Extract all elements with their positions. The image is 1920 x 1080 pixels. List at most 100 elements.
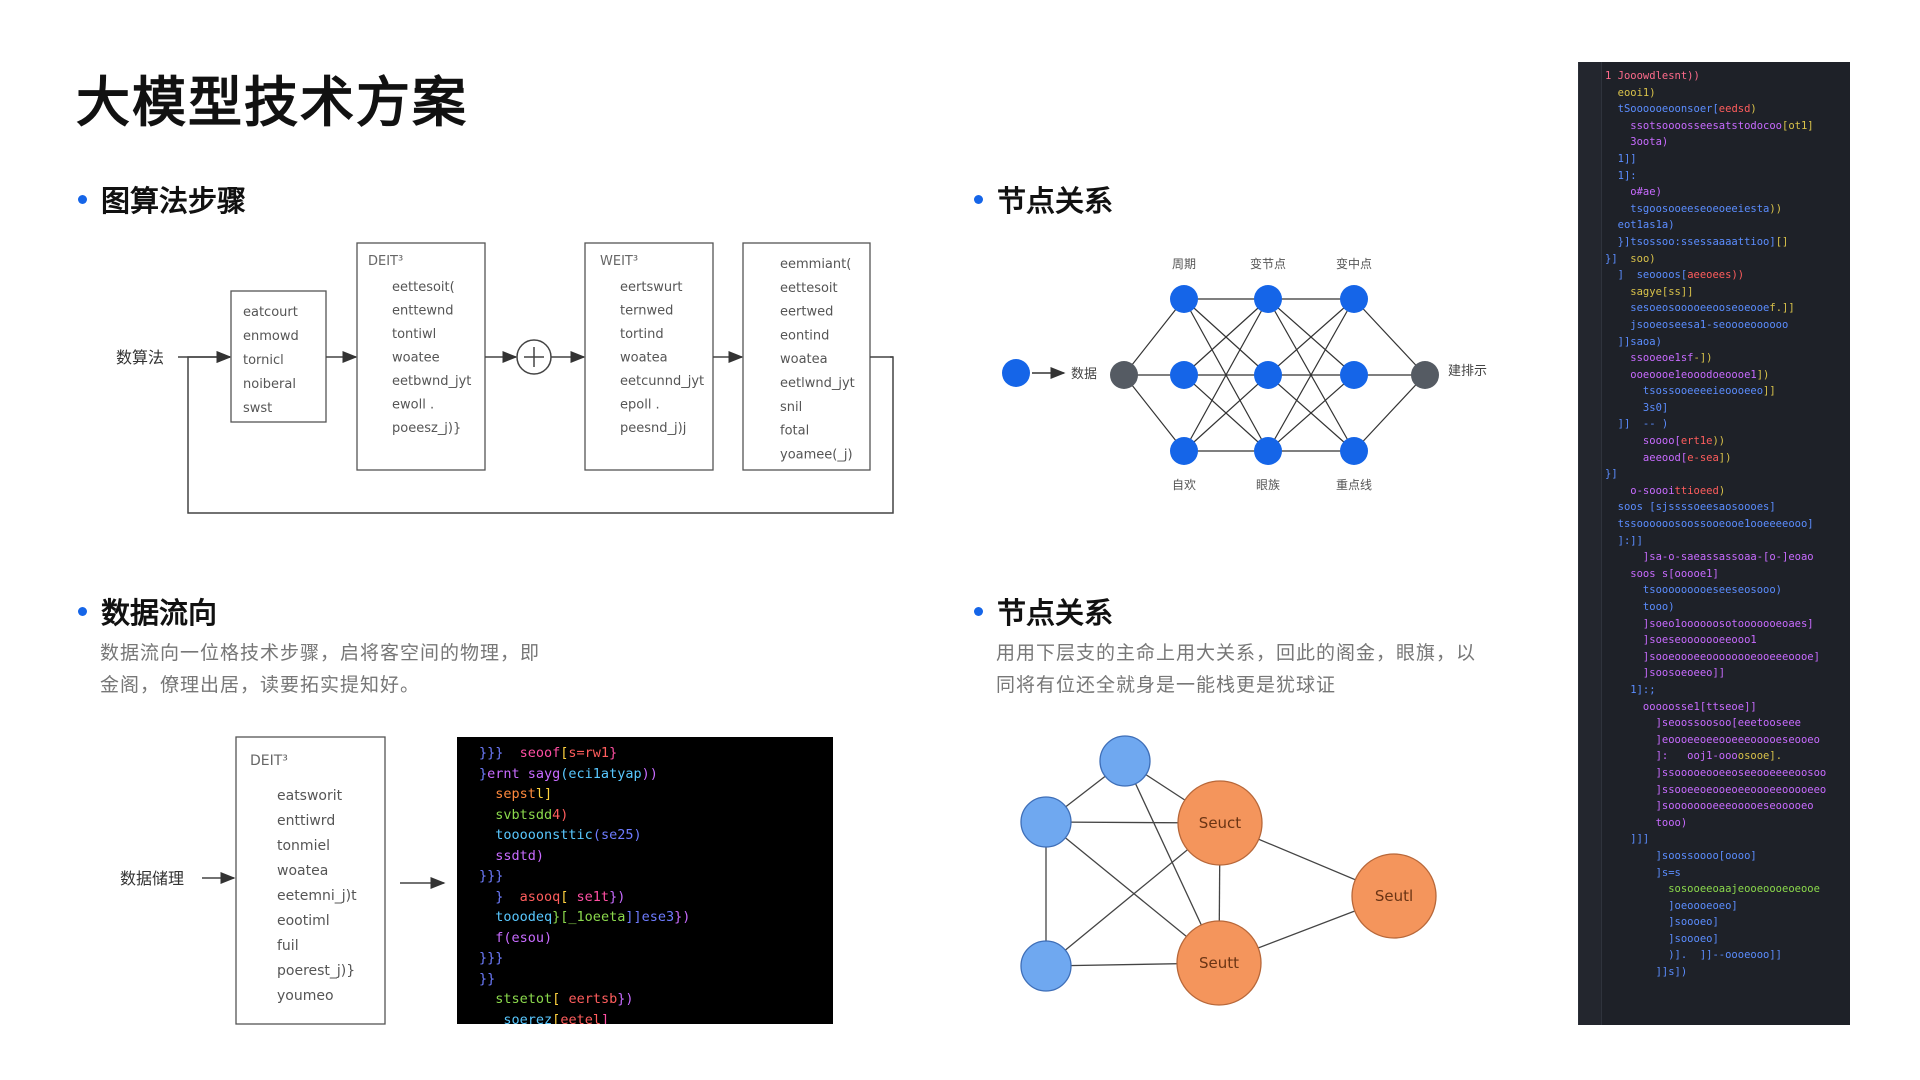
network-bottom-label: 自欢 xyxy=(1172,477,1196,492)
editor-token: e-sea xyxy=(1687,451,1719,464)
editor-line: 1]] xyxy=(1605,151,1850,168)
box-text-line: eatsworit xyxy=(277,788,343,804)
editor-token: ]sooeoooeeoooooooeooeeeoooe] xyxy=(1605,650,1820,663)
editor-line: tSoooooeoonsoer[eedsd) xyxy=(1605,101,1850,118)
editor-token: 3s0] xyxy=(1605,401,1669,414)
box-text-line: eetcunnd_jyt xyxy=(620,374,704,389)
editor-token: ]] xyxy=(1763,385,1776,398)
editor-token: ]soeo1oooooosotooooooeoaes] xyxy=(1605,617,1814,630)
code-token: }) xyxy=(617,991,634,1007)
editor-token: ]soooeo] xyxy=(1605,932,1719,945)
code-editor-panel: 1 Jooowdlesnt)) eooi1) tSoooooeoonsoer[e… xyxy=(1578,62,1850,1025)
editor-token: ]] -- ) xyxy=(1605,418,1669,431)
editor-token: 1]] xyxy=(1605,152,1637,165)
box-text-line: poerest_j)} xyxy=(277,963,355,979)
box-text-line: ewoll . xyxy=(392,398,434,413)
code-token: eertsb xyxy=(568,991,618,1007)
editor-token: ]ssooooeooeeoseeooeeeeoosoo xyxy=(1605,766,1827,779)
dataflow-input-label: 数据储理 xyxy=(120,869,184,888)
network-endpoint-node xyxy=(1411,361,1439,389)
box-text-line: tortind xyxy=(620,327,664,342)
nodes-description-line-1: 用用下层支的主命上用大关系，回此的阁金，眼旗，以 xyxy=(996,642,1477,664)
editor-line: aeeood[e-sea]) xyxy=(1605,450,1850,467)
code-token: sepst xyxy=(495,786,536,802)
code-token: }} xyxy=(479,970,496,987)
editor-line: tssoooooosoossooeooe1ooeeeeooo] xyxy=(1605,516,1850,533)
editor-token: ]eoooeeoeeooeeeooooeseooeo xyxy=(1605,733,1820,746)
editor-token: f.]] xyxy=(1769,302,1795,315)
code-token: [ xyxy=(552,1011,561,1025)
code-token: } xyxy=(479,765,488,782)
network-top-label: 周期 xyxy=(1172,257,1196,271)
dataflow-box xyxy=(235,736,386,1025)
box-text-line: enttewnd xyxy=(392,304,454,319)
node-network-diagram: 数据周期变节点变中点自欢眼族重点线建排示 xyxy=(1002,256,1487,492)
code-token: ssdtd xyxy=(495,847,536,864)
network-node xyxy=(1170,361,1198,389)
editor-line: 1 Jooowdlesnt)) xyxy=(1605,68,1850,85)
network-edge xyxy=(1183,298,1269,452)
flow-description: 数据流向一位格技术步骤，启将客空间的物理，即 金阁，僚理出居，读要拓实提知好。 xyxy=(100,637,540,701)
code-line: }ernt sayg(eci1atyap)) xyxy=(479,764,833,785)
graph-node-label: Seuct xyxy=(1199,814,1242,832)
code-token: ) xyxy=(535,847,545,864)
network-endpoint-node xyxy=(1110,361,1138,389)
code-token: }) xyxy=(674,909,691,925)
editor-line: ]sa-o-saeassassoaa-[o-]eoao xyxy=(1605,549,1850,566)
box-text-line: tontiwl xyxy=(392,327,436,342)
editor-token: osooe]. xyxy=(1737,750,1783,763)
step-box-2-title: DEIT³ xyxy=(368,254,403,269)
step-box-4 xyxy=(742,242,871,471)
network-edge xyxy=(1353,374,1426,452)
code-token: svbtsdd xyxy=(495,806,553,823)
network-node xyxy=(1340,437,1368,465)
editor-line: sosooeeoaajeooeoooeoeooe xyxy=(1605,881,1850,898)
editor-token: aeeood[ xyxy=(1605,451,1688,464)
editor-token: ]) xyxy=(1756,368,1770,381)
editor-line: ssooeoe1sf-]) xyxy=(1605,350,1850,367)
graph-node-blue xyxy=(1020,796,1072,848)
box-text-line: enmowd xyxy=(243,329,299,344)
editor-token: tsossooeeeeieoooeeo xyxy=(1605,385,1764,398)
editor-token: tssoooooosoossooeooe1ooeeeeooo] xyxy=(1605,518,1814,531)
code-token xyxy=(479,848,495,864)
editor-token: jsooeoseesa1-seoooeoooooo xyxy=(1605,318,1789,331)
editor-token: soos s[ooooe1] xyxy=(1605,567,1719,580)
box-text-line: eontind xyxy=(780,328,829,343)
editor-token: ]soossoooo[oooo] xyxy=(1605,849,1757,862)
code-token: seoof xyxy=(519,745,561,761)
editor-line: ]eoooeeoeeooeeeooooeseooeo xyxy=(1605,732,1850,749)
network-edge xyxy=(1183,298,1269,376)
network-node xyxy=(1340,285,1368,313)
code-token: s=rw1 xyxy=(568,745,610,761)
editor-token: tSoooooeoonsoer[ xyxy=(1605,103,1719,116)
editor-line: ]]saoa) xyxy=(1605,334,1850,351)
network-output-label: 建排示 xyxy=(1448,364,1487,379)
code-token xyxy=(479,827,495,843)
editor-line: ]ssooeeoeooeoeeoooeeooooeeo xyxy=(1605,782,1850,799)
network-node xyxy=(1254,361,1282,389)
network-edge xyxy=(1183,374,1269,452)
box-text-line: eemmiant( xyxy=(780,257,851,272)
editor-token: ]ssooeeoeooeoeeoooeeooooeeo xyxy=(1605,783,1827,796)
box-text-line: poeesz_j)} xyxy=(392,421,461,436)
box-text-line: fuil xyxy=(277,938,299,954)
section-heading-text: 数据流向 xyxy=(101,596,218,630)
editor-line: ]: ooj1-oooosooe]. xyxy=(1605,748,1850,765)
editor-token: ]soosoeoeeo]] xyxy=(1605,667,1726,680)
plus-circle-icon xyxy=(516,339,552,375)
editor-token: )) xyxy=(1769,202,1783,215)
section-heading-text: 图算法步骤 xyxy=(101,184,247,218)
editor-line: eot1as1a) xyxy=(1605,217,1850,234)
input-node xyxy=(1002,359,1030,387)
code-token: (eci1atyap xyxy=(560,765,642,782)
code-token xyxy=(479,1012,503,1025)
editor-token: ]soooooooeeeooooeseooooeo xyxy=(1605,800,1814,813)
bullet-dot xyxy=(78,606,87,616)
editor-token: }] xyxy=(1605,252,1631,265)
editor-token: ooeoooe1eooodoeoooe1 xyxy=(1605,368,1757,381)
box-text-line: fotal xyxy=(780,424,809,439)
graph-node-blue xyxy=(1099,735,1151,787)
editor-token: [ot1] xyxy=(1782,119,1814,132)
editor-token: tooo) xyxy=(1605,601,1675,613)
